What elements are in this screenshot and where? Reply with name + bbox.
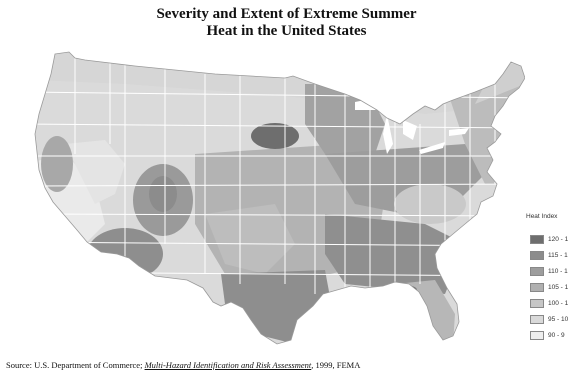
great-lakes xyxy=(355,96,469,154)
legend-label: 95 - 10 xyxy=(548,316,569,323)
legend-label: 110 - 1 xyxy=(548,268,568,275)
source-publication: Multi-Hazard Identification and Risk Ass… xyxy=(144,360,312,370)
lake-superior xyxy=(355,96,397,110)
legend-item: 110 - 1 xyxy=(530,267,568,277)
legend-swatch xyxy=(530,315,544,324)
legend-swatch xyxy=(530,299,544,308)
lake-huron xyxy=(403,120,417,140)
legend-swatch xyxy=(530,283,544,292)
legend-label: 100 - 1 xyxy=(548,300,569,307)
legend-swatch xyxy=(530,331,544,340)
zone-florida-panhandle xyxy=(393,285,417,295)
title-line-1: Severity and Extent of Extreme Summer xyxy=(156,6,417,22)
legend-item: 105 - 1 xyxy=(530,283,568,293)
zone-maine xyxy=(475,64,525,104)
source-citation: Source: U.S. Department of Commerce; Mul… xyxy=(6,360,360,370)
legend-item: 115 - 1 xyxy=(530,251,568,261)
title-line-2: Heat in the United States xyxy=(206,23,367,39)
legend-label: 105 - 1 xyxy=(548,284,569,291)
legend-label: 115 - 1 xyxy=(548,252,568,259)
legend-title: Heat Index xyxy=(526,213,558,220)
legend-swatch xyxy=(530,235,544,244)
zone-kansas xyxy=(205,204,295,274)
lake-erie xyxy=(419,142,445,154)
zone-utah-core xyxy=(149,176,177,212)
zone-appalachian xyxy=(394,184,466,224)
legend-item: 100 - 1 xyxy=(530,299,568,309)
legend-label: 90 - 9 xyxy=(548,332,565,339)
source-suffix: , 1999, FEMA xyxy=(311,360,361,370)
us-map-svg xyxy=(34,51,526,345)
legend-item: 120 - 1 xyxy=(530,235,568,245)
source-prefix: Source: U.S. Department of Commerce; xyxy=(6,360,145,370)
lake-michigan xyxy=(383,114,393,154)
legend-item: 90 - 9 xyxy=(530,331,565,341)
legend-swatch xyxy=(530,267,544,276)
lake-ontario xyxy=(449,128,469,136)
heat-index-legend: Heat Index 120 - 1 115 - 1 110 - 1 105 -… xyxy=(524,205,573,355)
legend-label: 120 - 1 xyxy=(548,236,569,243)
legend-item: 95 - 10 xyxy=(530,315,568,325)
zone-south-dakota-hotspot xyxy=(251,123,299,149)
zone-ca-valley xyxy=(41,136,73,192)
map-title: Severity and Extent of Extreme Summer He… xyxy=(0,6,573,40)
legend-swatch xyxy=(530,251,544,260)
us-heat-map xyxy=(25,44,526,352)
zone-texas xyxy=(221,270,335,344)
